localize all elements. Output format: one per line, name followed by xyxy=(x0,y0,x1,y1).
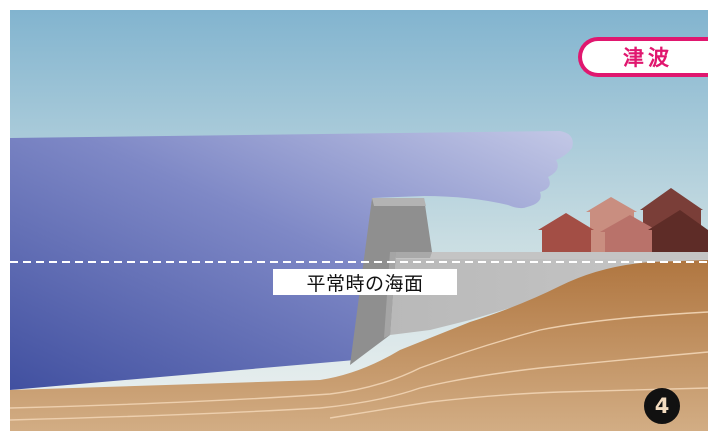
tsunami-wave xyxy=(10,131,573,390)
normal-sea-level-text: 平常時の海面 xyxy=(306,272,424,295)
houses xyxy=(538,188,708,252)
shore-ground xyxy=(396,252,708,259)
step-number-badge: 4 xyxy=(644,388,680,424)
tsunami-badge-label: 津波 xyxy=(623,46,673,70)
tsunami-badge: 津波 xyxy=(578,37,708,77)
step-number-text: 4 xyxy=(654,394,670,418)
strata-lines xyxy=(9,311,709,421)
normal-sea-level-label: 平常時の海面 xyxy=(273,269,457,295)
land xyxy=(10,260,708,431)
